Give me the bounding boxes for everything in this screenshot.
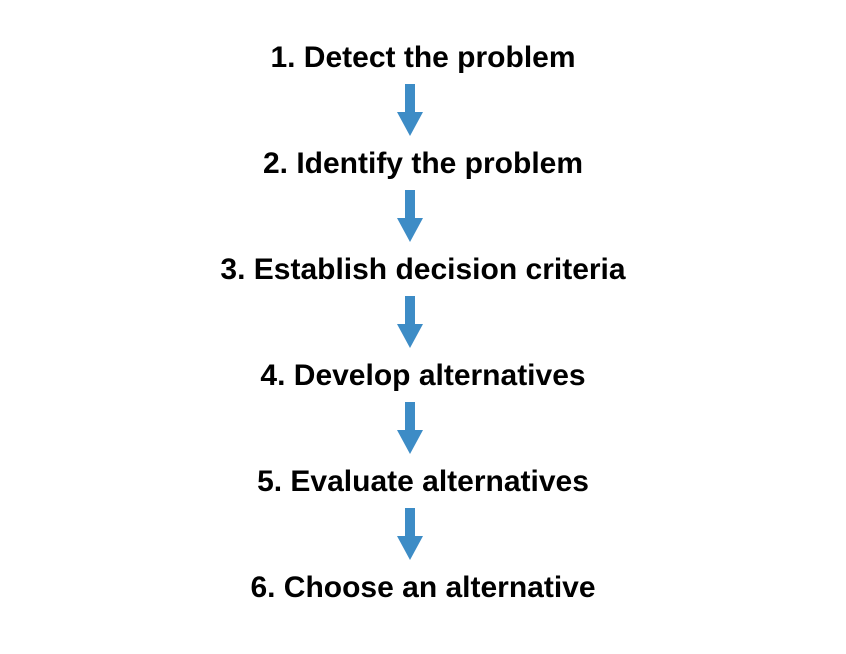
step-1-detect-problem: 1. Detect the problem — [270, 41, 576, 74]
arrow-down-icon — [397, 402, 423, 454]
arrow-down-icon — [397, 190, 423, 242]
step-3-establish-criteria: 3. Establish decision criteria — [220, 253, 626, 286]
arrow-down-icon — [397, 84, 423, 136]
step-4-develop-alternatives: 4. Develop alternatives — [260, 359, 586, 392]
arrow-down-icon — [397, 508, 423, 560]
step-5-evaluate-alternatives: 5. Evaluate alternatives — [257, 465, 589, 498]
step-2-identify-problem: 2. Identify the problem — [262, 147, 584, 180]
arrow-down-icon — [397, 296, 423, 348]
step-6-choose-alternative: 6. Choose an alternative — [250, 571, 596, 604]
